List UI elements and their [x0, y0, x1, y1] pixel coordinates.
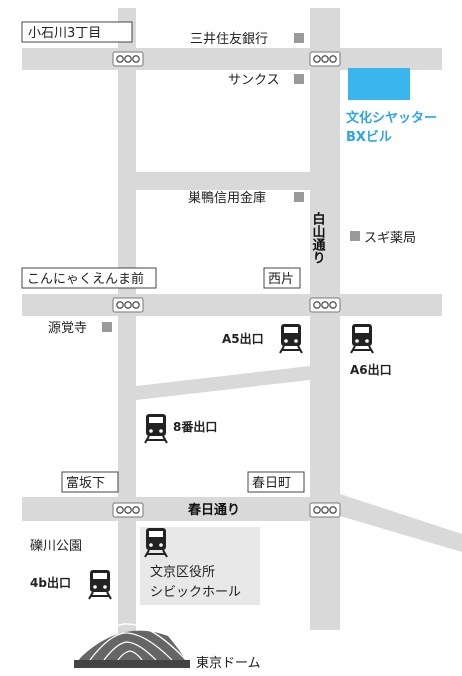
- a6-exit-label: A6出口: [350, 362, 392, 377]
- road-kasuga-dori: [22, 497, 318, 521]
- 4b-exit-label: 4b出口: [30, 575, 71, 590]
- konnyaku-label: こんにゃくえんま前: [27, 271, 144, 287]
- sunkus-label: サンクス: [228, 73, 280, 88]
- traffic-signal-icon: [112, 502, 144, 518]
- traffic-signal-icon: [309, 502, 341, 518]
- traffic-signal-icon: [112, 297, 144, 313]
- road-hakusan-dori: [310, 8, 340, 630]
- mitsui-bank-label: 三井住友銀行: [190, 31, 268, 47]
- road-diagonal: [136, 366, 310, 400]
- landmark-square-icon: [294, 192, 304, 202]
- konnyaku-label-box: [21, 267, 157, 289]
- landmark-square-icon: [294, 74, 304, 84]
- tomisaka-label-box: [61, 471, 119, 493]
- road-middle: [22, 294, 442, 316]
- a5-exit-label: A5出口: [222, 331, 264, 346]
- city-hall-label-1: 文京区役所: [150, 565, 215, 580]
- train-icon: [279, 323, 303, 354]
- koishikawa-park-label: 礫川公園: [30, 538, 82, 554]
- sugamo-shinkin-label: 巣鴨信用金庫: [188, 190, 266, 206]
- nishikata-label-box: [263, 267, 301, 289]
- bx-building-label-1: 文化シヤッター: [346, 110, 437, 126]
- landmark-square-icon: [350, 231, 360, 241]
- koishikawa-label: 小石川3丁目: [28, 26, 101, 41]
- kasugacho-label: 春日町: [252, 476, 291, 491]
- train-icon: [350, 323, 374, 354]
- tomisaka-label: 富坂下: [66, 475, 105, 491]
- road-left-vertical: [118, 8, 136, 638]
- bx-building-label-2: BXビル: [346, 129, 392, 145]
- landmark-square-icon: [102, 322, 112, 332]
- sugi-pharmacy-label: スギ薬局: [364, 231, 416, 246]
- road-right-diagonal: [340, 494, 462, 552]
- tokyo-dome-label: 東京ドーム: [196, 655, 261, 671]
- landmark-square-icon: [294, 33, 304, 43]
- road-upper-mid: [136, 172, 312, 190]
- genkakuji-label: 源覚寺: [48, 321, 87, 336]
- road-top: [22, 48, 442, 70]
- hakusan-dori-label-2: 通り: [310, 237, 326, 264]
- nishikata-label: 西片: [268, 272, 294, 287]
- kasuga-dori-label: 春日通り: [187, 502, 240, 518]
- train-icon: [144, 413, 168, 444]
- bx-building: [348, 68, 410, 100]
- no8-exit-label: 8番出口: [173, 419, 217, 434]
- traffic-signal-icon: [309, 297, 341, 313]
- city-hall-label-2: シビックホール: [150, 585, 241, 600]
- traffic-signal-icon: [309, 51, 341, 67]
- traffic-signal-icon: [112, 51, 144, 67]
- train-icon: [88, 569, 112, 600]
- koishikawa-label-box: [21, 21, 133, 43]
- hakusan-dori-label-1: 白山: [310, 211, 325, 239]
- kasugacho-label-box: [247, 471, 305, 493]
- dome-icon: [74, 623, 190, 668]
